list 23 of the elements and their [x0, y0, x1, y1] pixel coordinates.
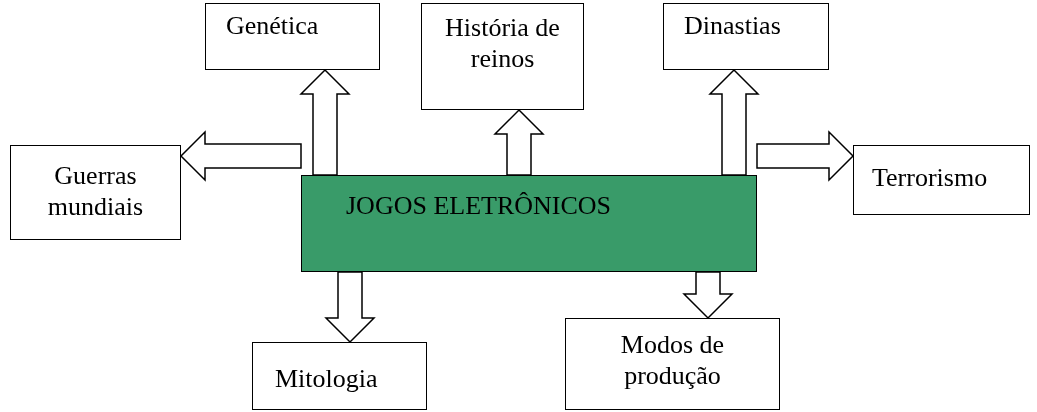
block-arrow	[708, 68, 760, 176]
block-arrow	[299, 68, 351, 176]
central-box	[301, 175, 757, 272]
box-label: Terrorismo	[872, 162, 988, 193]
topic-box	[205, 3, 380, 70]
box-label: Dinastias	[684, 10, 781, 41]
block-arrow	[324, 271, 376, 344]
topic-box	[853, 145, 1030, 215]
box-label: História de reinos	[444, 12, 561, 74]
box-label: Genética	[226, 10, 319, 41]
topic-box	[252, 342, 427, 410]
block-arrow	[682, 271, 734, 320]
block-arrow	[179, 130, 302, 182]
topic-box	[565, 318, 780, 410]
topic-box	[663, 3, 829, 70]
topic-box	[421, 3, 584, 110]
box-label: JOGOS ELETRÔNICOS	[346, 190, 612, 221]
block-arrow	[493, 108, 545, 176]
box-label: Guerras mundiais	[46, 160, 145, 222]
topic-box	[10, 145, 181, 240]
box-label: Mitologia	[275, 363, 378, 394]
box-label: Modos de produção	[619, 329, 726, 391]
block-arrow	[756, 130, 855, 182]
